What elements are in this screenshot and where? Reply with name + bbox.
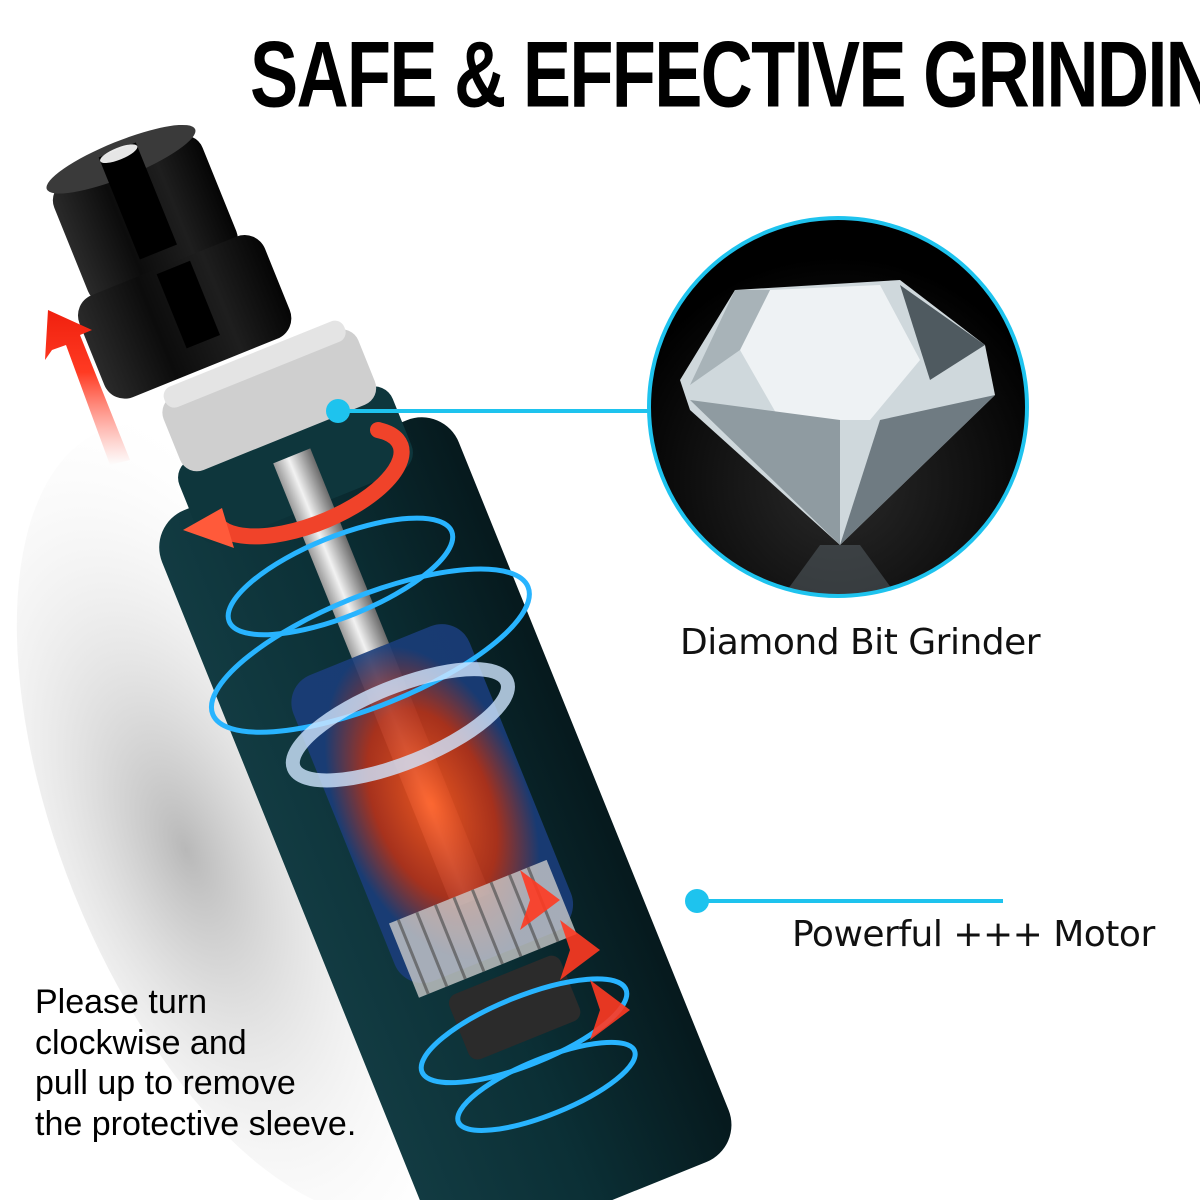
instruction-line: Please turn <box>35 983 207 1021</box>
diamond-callout <box>650 219 1026 595</box>
diamond-bit-label: Diamond Bit Grinder <box>680 622 1041 663</box>
callout-line-diamond <box>326 399 650 423</box>
callout-line-motor <box>685 889 1003 913</box>
instruction-line: clockwise and <box>35 1023 247 1062</box>
rotation-arrow <box>183 422 410 548</box>
instruction-line: pull up to remove <box>35 1064 296 1102</box>
instructions-text: Please turn clockwise and pull up to rem… <box>35 982 356 1144</box>
motor-arrows <box>520 870 630 1040</box>
protective-cap <box>46 124 292 399</box>
instruction-line: the protective sleeve. <box>35 1104 357 1143</box>
motor-label: Powerful +++ Motor <box>792 914 1155 955</box>
pull-up-arrow <box>45 310 130 465</box>
